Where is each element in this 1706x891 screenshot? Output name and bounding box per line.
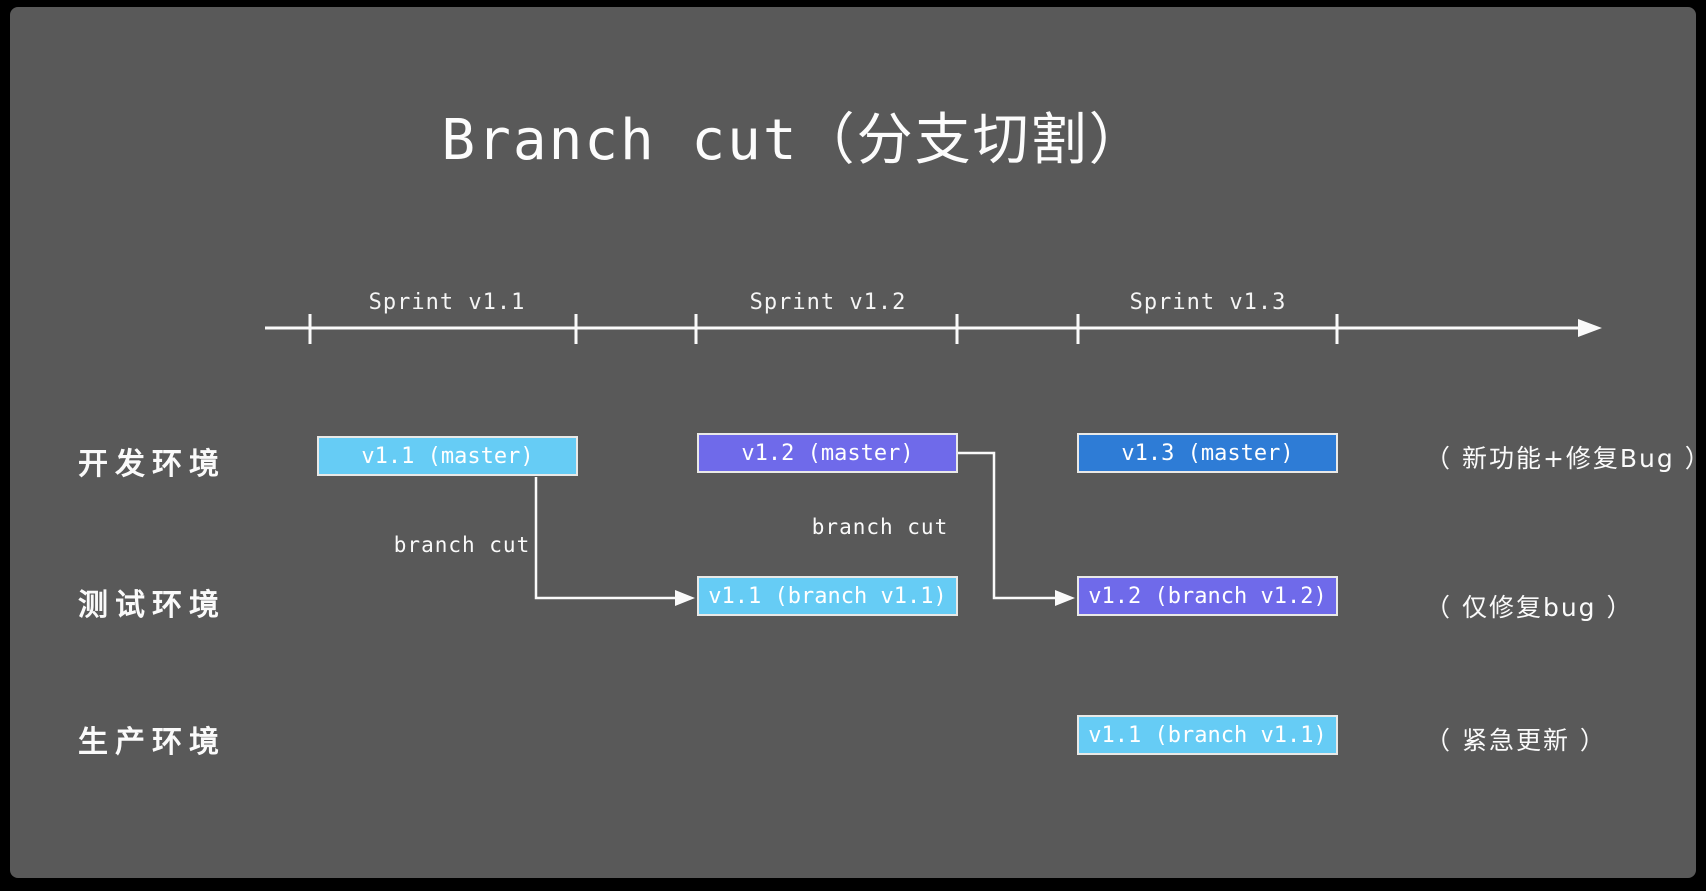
box-dev-v1-1-master: v1.1 (master) <box>317 436 578 476</box>
box-test-v1-2-branch: v1.2 (branch v1.2) <box>1077 576 1338 616</box>
branch-cut-arrow-1 <box>534 477 684 600</box>
sprint-label-v1-2: Sprint v1.2 <box>749 290 907 315</box>
branch-cut-label-2: branch cut <box>811 515 949 539</box>
annotation-prod: （ 紧急更新 ） <box>1425 726 1607 755</box>
box-dev-v1-3-master: v1.3 (master) <box>1077 433 1338 473</box>
branch-cut-arrowhead-1 <box>675 590 695 606</box>
diagram-title: Branch cut（分支切割） <box>441 108 1147 173</box>
box-prod-v1-1-branch: v1.1 (branch v1.1) <box>1077 715 1338 755</box>
env-label-dev: 开发环境 <box>78 447 226 482</box>
env-label-prod: 生产环境 <box>78 725 226 760</box>
sprint-label-v1-1: Sprint v1.1 <box>368 290 526 315</box>
annotation-test: （ 仅修复bug ） <box>1425 593 1634 622</box>
annotation-dev: （ 新功能+修复Bug ） <box>1425 444 1706 473</box>
box-test-v1-1-branch: v1.1 (branch v1.1) <box>697 576 958 616</box>
box-dev-v1-2-master: v1.2 (master) <box>697 433 958 473</box>
diagram-canvas: Branch cut（分支切割） Sprint v1.1 Sprint v1.2… <box>10 7 1706 878</box>
sprint-label-v1-3: Sprint v1.3 <box>1129 290 1287 315</box>
branch-cut-label-1: branch cut <box>393 533 531 557</box>
branch-cut-arrowhead-2 <box>1055 590 1075 606</box>
branch-cut-arrow-2 <box>958 451 1064 600</box>
timeline-arrowhead <box>1578 319 1602 337</box>
env-label-test: 测试环境 <box>78 588 226 623</box>
